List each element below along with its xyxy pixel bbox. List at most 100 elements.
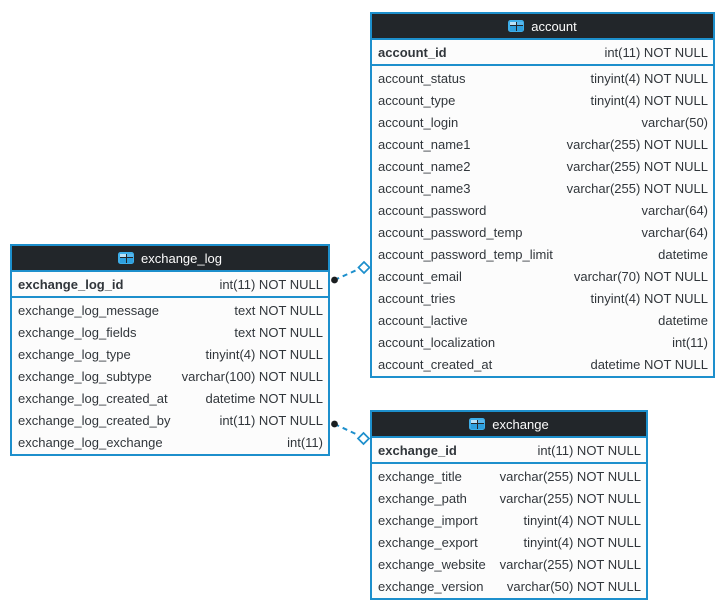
table-row[interactable]: exchange_title varchar(255) NOT NULL [372,465,646,487]
field-name: account_name1 [378,136,471,152]
relation-exchange_log-account[interactable] [331,260,371,284]
relation-line[interactable] [334,268,360,281]
field-name: account_name2 [378,158,471,174]
field-type: varchar(255) NOT NULL [499,556,641,572]
table-row[interactable]: account_name1 varchar(255) NOT NULL [372,133,713,155]
pk-field-name: exchange_log_id [18,276,124,292]
field-name: account_localization [378,334,496,350]
relation-exchange_log-exchange[interactable] [331,420,371,446]
table-row[interactable]: exchange_version varchar(50) NOT NULL [372,575,646,597]
field-type: varchar(64) [641,224,708,240]
field-type: tinyint(4) NOT NULL [590,92,708,108]
table-row[interactable]: exchange_website varchar(255) NOT NULL [372,553,646,575]
field-name: account_created_at [378,356,493,372]
field-name: exchange_log_message [18,302,159,318]
field-type: datetime [658,246,708,262]
field-name: exchange_log_exchange [18,434,163,450]
pk-field-type: int(11) NOT NULL [537,442,641,458]
relation-line[interactable] [334,423,359,436]
field-name: account_tries [378,290,456,306]
field-type: varchar(64) [641,202,708,218]
table-row[interactable]: account_created_at datetime NOT NULL [372,353,713,375]
relation-dot-endpoint [331,276,338,284]
table-row[interactable]: account_email varchar(70) NOT NULL [372,265,713,287]
field-type: varchar(255) NOT NULL [566,158,708,174]
table-row[interactable]: account_name3 varchar(255) NOT NULL [372,177,713,199]
field-type: varchar(70) NOT NULL [573,268,708,284]
field-type: varchar(255) NOT NULL [566,180,708,196]
table-card-exchange_log[interactable]: exchange_log exchange_log_id int(11) NOT… [10,244,330,456]
field-type: datetime [658,312,708,328]
table-header[interactable]: exchange_log [12,246,328,272]
table-card-account[interactable]: account account_id int(11) NOT NULL acco… [370,12,715,378]
field-name: exchange_log_created_at [18,390,168,406]
pk-field-name: account_id [378,44,447,60]
field-name: exchange_log_subtype [18,368,152,384]
field-name: exchange_website [378,556,486,572]
table-row[interactable]: account_password_temp_limit datetime [372,243,713,265]
field-name: exchange_log_created_by [18,412,171,428]
field-name: exchange_path [378,490,467,506]
pk-field-type: int(11) NOT NULL [219,276,323,292]
table-row[interactable]: exchange_export tinyint(4) NOT NULL [372,531,646,553]
field-type: tinyint(4) NOT NULL [205,346,323,362]
field-type: tinyint(4) NOT NULL [523,512,641,528]
relation-dot-endpoint [331,420,338,428]
relation-diamond-endpoint [357,260,371,275]
table-row[interactable]: account_tries tinyint(4) NOT NULL [372,287,713,309]
field-name: account_type [378,92,456,108]
table-row-pk[interactable]: exchange_id int(11) NOT NULL [372,438,646,464]
table-row[interactable]: account_password varchar(64) [372,199,713,221]
field-type: varchar(255) NOT NULL [499,490,641,506]
field-type: varchar(50) [641,114,708,130]
field-name: exchange_version [378,578,484,594]
field-type: varchar(255) NOT NULL [499,468,641,484]
table-row[interactable]: account_type tinyint(4) NOT NULL [372,89,713,111]
table-row-pk[interactable]: account_id int(11) NOT NULL [372,40,713,66]
field-name: exchange_log_type [18,346,131,362]
field-type: datetime NOT NULL [205,390,323,406]
field-type: tinyint(4) NOT NULL [590,290,708,306]
field-name: account_name3 [378,180,471,196]
field-name: account_password_temp [378,224,523,240]
table-header[interactable]: exchange [372,412,646,438]
pk-field-name: exchange_id [378,442,457,458]
table-card-exchange[interactable]: exchange exchange_id int(11) NOT NULL ex… [370,410,648,600]
field-type: varchar(255) NOT NULL [566,136,708,152]
table-row[interactable]: exchange_log_type tinyint(4) NOT NULL [12,343,328,365]
table-icon [118,252,135,264]
field-name: account_email [378,268,462,284]
table-icon [469,418,486,430]
table-row[interactable]: exchange_path varchar(255) NOT NULL [372,487,646,509]
field-type: tinyint(4) NOT NULL [523,534,641,550]
field-type: tinyint(4) NOT NULL [590,70,708,86]
relation-diamond-endpoint [356,431,371,446]
field-type: int(11) [672,334,708,350]
field-name: exchange_export [378,534,478,550]
table-title: exchange_log [141,250,222,266]
table-row-pk[interactable]: exchange_log_id int(11) NOT NULL [12,272,328,298]
table-icon [508,20,525,32]
table-row[interactable]: account_localization int(11) [372,331,713,353]
field-type: varchar(50) NOT NULL [506,578,641,594]
field-name: account_password [378,202,487,218]
table-row[interactable]: exchange_log_created_at datetime NOT NULL [12,387,328,409]
field-name: account_password_temp_limit [378,246,553,262]
table-row[interactable]: account_name2 varchar(255) NOT NULL [372,155,713,177]
table-header[interactable]: account [372,14,713,40]
field-type: datetime NOT NULL [590,356,708,372]
table-row[interactable]: account_password_temp varchar(64) [372,221,713,243]
field-name: exchange_title [378,468,462,484]
